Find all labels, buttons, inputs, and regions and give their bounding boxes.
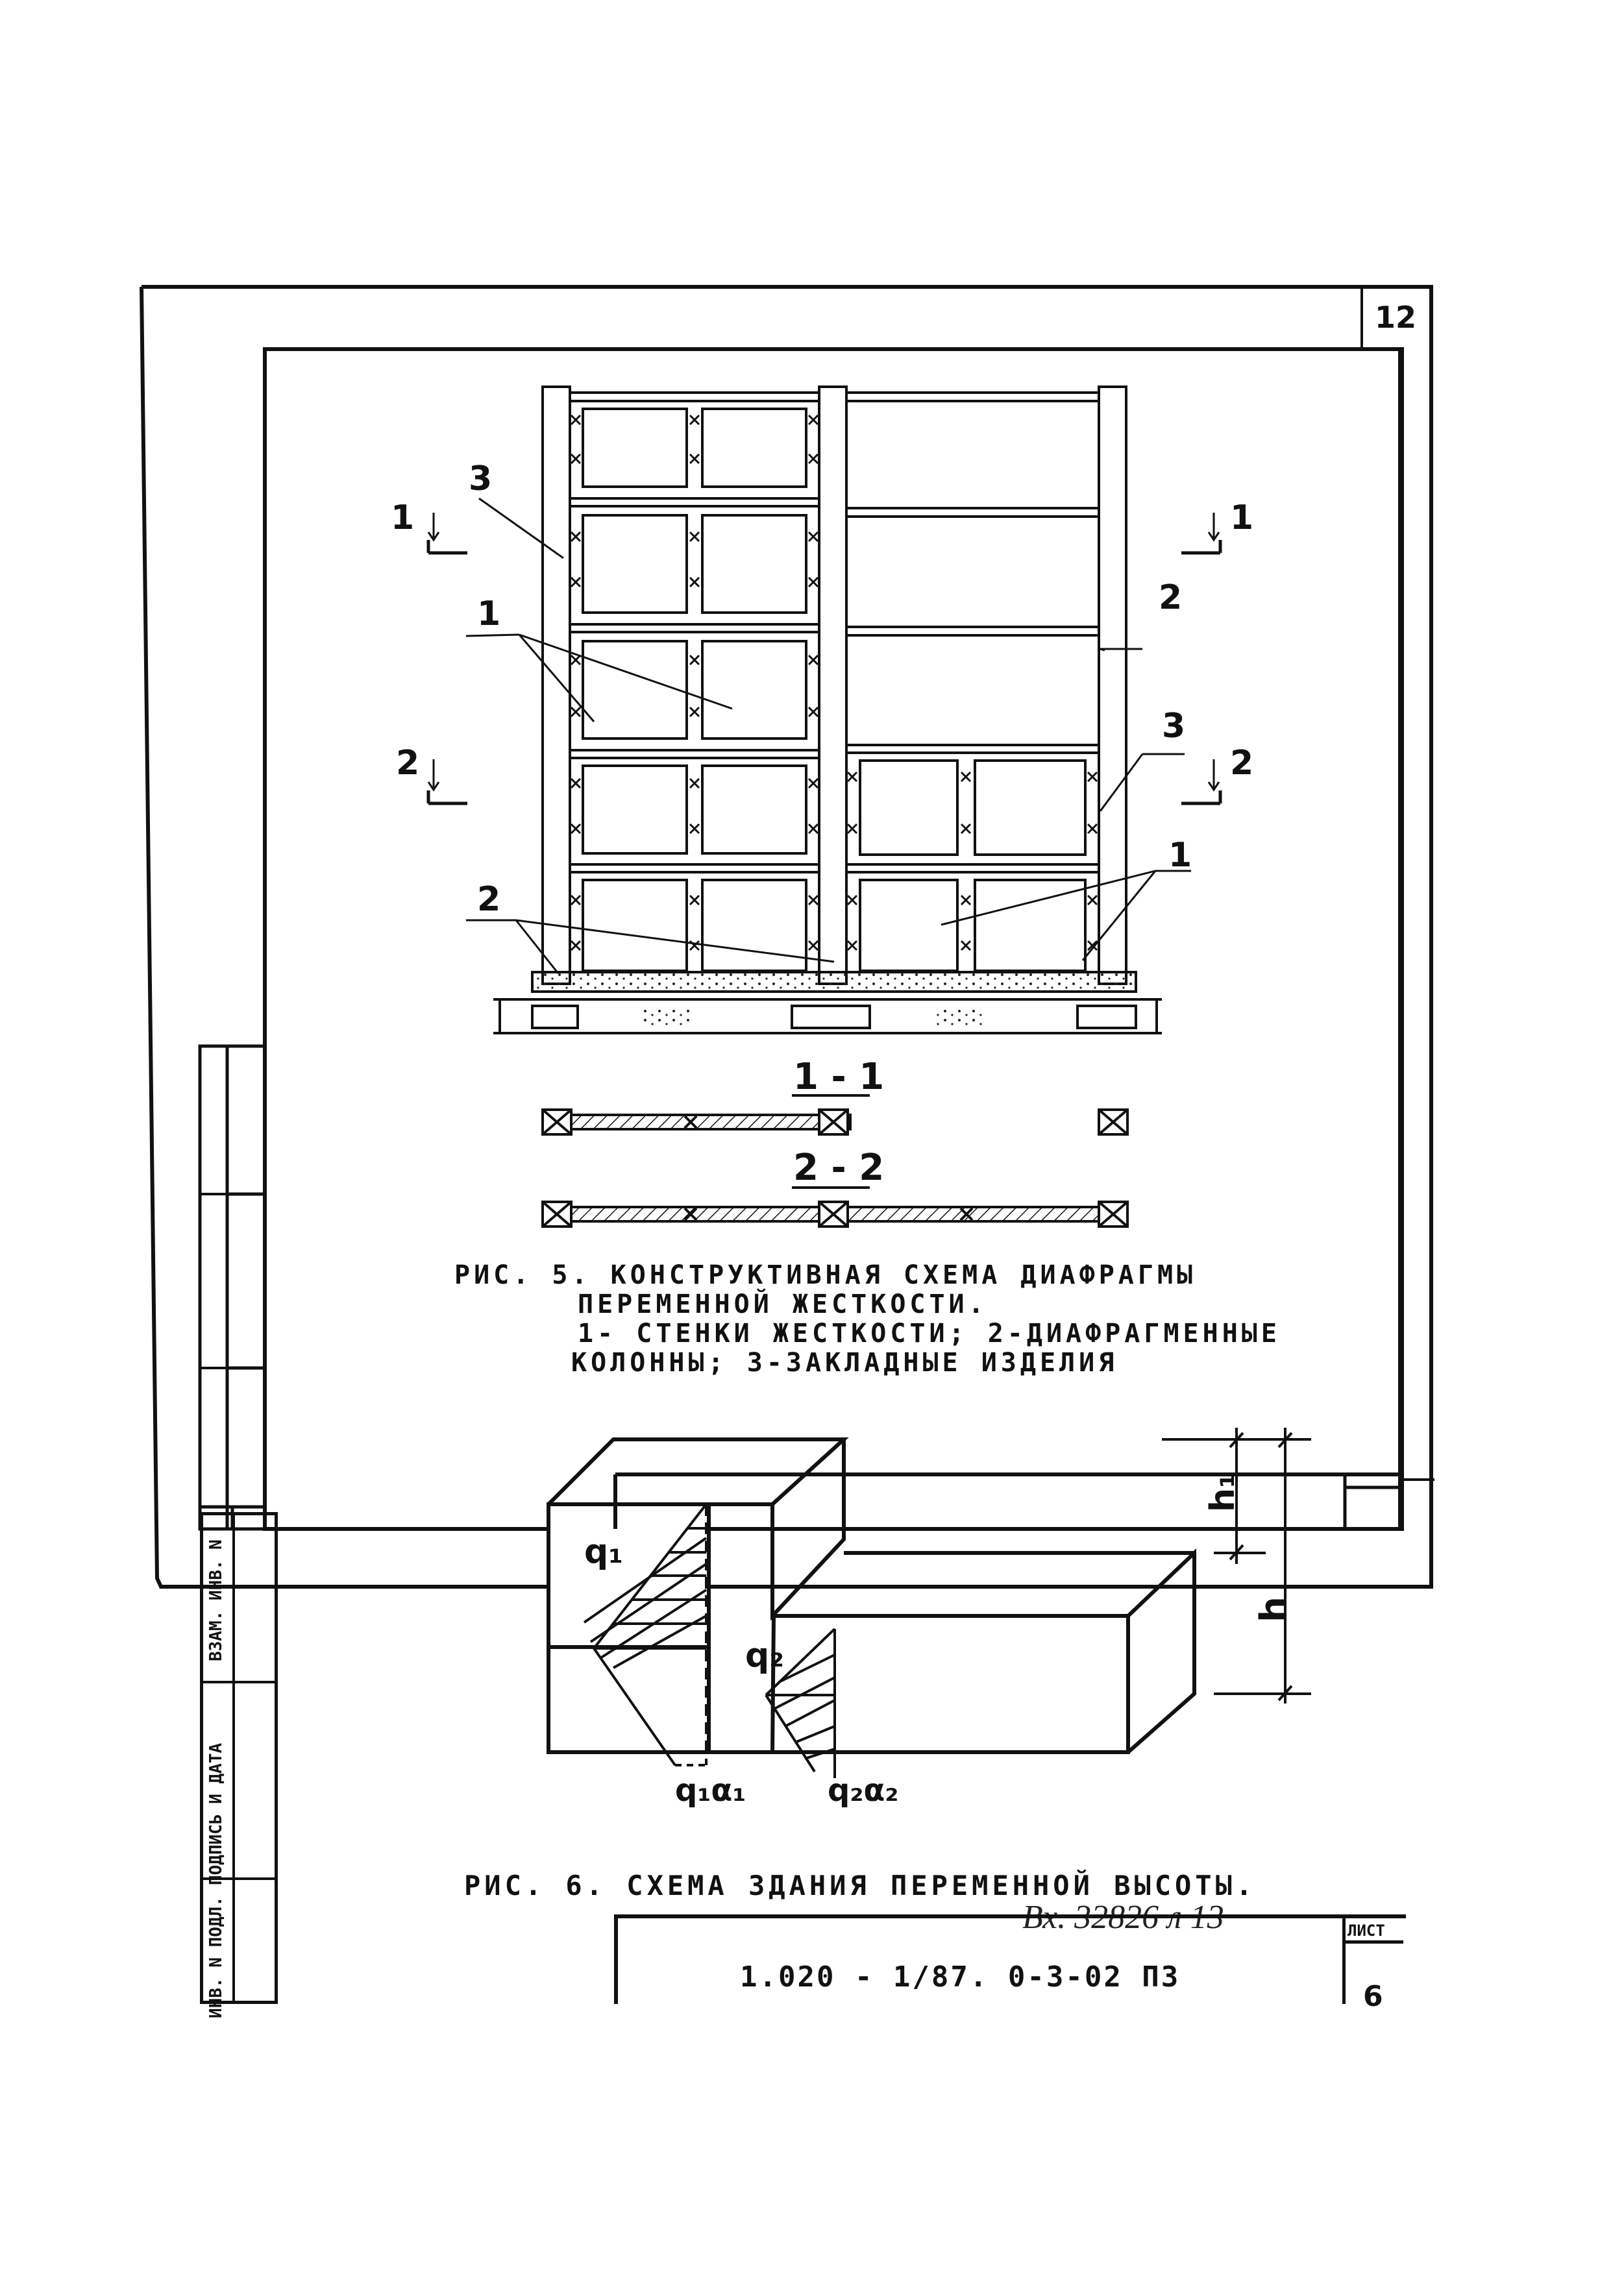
callout-1-right: 1 (1168, 836, 1192, 875)
embedded-parts-left (570, 414, 819, 951)
load-label-q2: q₂ (745, 1636, 784, 1675)
outer-frame (140, 285, 1433, 1589)
dimension-lines (1162, 1428, 1311, 1704)
section-title-1-1: 1 - 1 (793, 1056, 885, 1098)
dimension-h: h (1253, 1596, 1295, 1622)
side-stamp-divider-vertical (232, 1512, 235, 2004)
figure6-building (547, 1428, 1311, 1778)
title-block (614, 1914, 1406, 2004)
section-title-2-2: 2 - 2 (793, 1147, 885, 1189)
section-mark-1-left: 1 (391, 498, 415, 537)
section-1-1-drawing (541, 1094, 1129, 1136)
figure5-caption-line3: 1- СТЕНКИ ЖЕСТКОСТИ; 2-ДИАФРАГМЕННЫЕ (578, 1319, 1281, 1349)
sheet-value: 6 (1363, 1980, 1383, 2013)
column-right (1098, 385, 1127, 985)
callout-3-left: 3 (469, 459, 493, 498)
section-mark-1-right: 1 (1230, 498, 1254, 537)
figure5-caption-line2: ПЕРЕМЕННОЙ ЖЕСТКОСТИ. (578, 1289, 988, 1319)
left-bay-panels (570, 391, 819, 972)
load-diagram-q2 (765, 1628, 836, 1778)
column-left (541, 385, 571, 985)
load-diagram-q1 (583, 1503, 708, 1766)
column-middle (818, 385, 848, 985)
dimension-h1: h₁ (1203, 1473, 1242, 1512)
section-2-2-drawing (541, 1186, 1129, 1228)
side-stamp-divider-2 (200, 1877, 278, 1880)
sheet-number: 12 (1375, 300, 1417, 335)
section-mark-2-left: 2 (396, 744, 420, 783)
leader-lines (465, 497, 1191, 974)
section-markers (426, 513, 1222, 805)
figure5-elevation (426, 385, 1222, 1034)
right-bay-beams (846, 391, 1099, 873)
label-q1-alpha1: q₁α₁ (675, 1772, 746, 1809)
title-block-frame (613, 1472, 1434, 1529)
figure5-caption-line1: РИС. 5. КОНСТРУКТИВНАЯ СХЕМА ДИАФРАГМЫ (454, 1260, 1197, 1290)
sheet-label: ЛИСТ (1348, 1922, 1385, 1940)
callout-2-right: 2 (1159, 578, 1183, 617)
callout-2-left: 2 (477, 880, 501, 919)
foundation (493, 971, 1162, 1034)
left-strip-frame (198, 1044, 267, 1531)
callout-1-left: 1 (477, 594, 501, 633)
title-block-sheet-cell (1342, 1914, 1403, 2004)
title-block-sheet-divider (1342, 1940, 1403, 1944)
callout-3-right: 3 (1162, 707, 1186, 746)
figure6-caption: РИС. 6. СХЕМА ЗДАНИЯ ПЕРЕМЕННОЙ ВЫСОТЫ. (464, 1870, 1257, 1901)
side-stamp-divider-1 (200, 1681, 278, 1683)
label-q2-alpha2: q₂α₂ (828, 1772, 899, 1809)
figure5-caption-line4: КОЛОННЫ; 3-ЗАКЛАДНЫЕ ИЗДЕЛИЯ (571, 1348, 1118, 1378)
section-mark-2-right: 2 (1230, 744, 1254, 783)
document-designation: 1.020 - 1/87. 0-3-02 ПЗ (740, 1960, 1181, 1994)
load-label-q1: q₁ (584, 1532, 623, 1571)
left-vertical-stamp (200, 1046, 227, 1529)
side-stamp-box (200, 1512, 278, 2004)
